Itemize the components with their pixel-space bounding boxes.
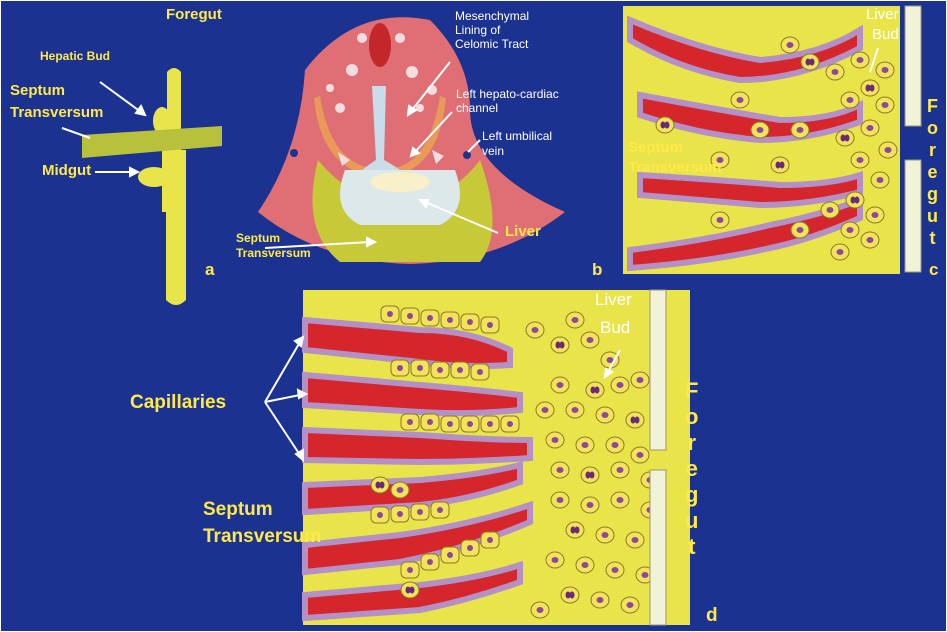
label-b-mesenchymal-line2: Lining of (455, 24, 500, 38)
label-d-liver: Liver (595, 290, 632, 310)
label-d-capillaries: Capillaries (130, 393, 226, 413)
label-d-bud: Bud (600, 318, 630, 338)
label-c-bud: Bud (872, 26, 899, 43)
label-a-hepatic-bud: Hepatic Bud (40, 50, 110, 63)
left-umbilical-vein-shape (463, 151, 471, 159)
label-a-septum-line1: Septum (10, 83, 65, 99)
panel-letter-b: b (592, 260, 602, 280)
label-c-liver: Liver (866, 6, 899, 23)
label-b-hepatocardiac-line2: channel (456, 102, 498, 116)
label-b-septum-line2: Transversum (236, 247, 311, 260)
label-a-septum-line2: Transversum (10, 105, 103, 121)
label-b-liver: Liver (505, 224, 541, 240)
label-b-mesenchymal-line3: Celomic Tract (455, 38, 528, 52)
label-d-foregut-vertical: F o r e g u t (685, 378, 698, 560)
label-b-umbilical-line2: vein (482, 145, 504, 159)
midgut-bud (138, 167, 170, 187)
label-b-umbilical-line1: Left umbilical (482, 130, 552, 144)
label-d-septum-line2: Transversum (203, 527, 321, 547)
label-a-midgut: Midgut (42, 163, 91, 179)
label-a-foregut: Foregut (166, 7, 222, 23)
neural-tube (369, 23, 391, 67)
label-c-foregut-vertical: F o r e g u t (927, 95, 938, 249)
label-d-septum-line1: Septum (203, 500, 273, 520)
panel-letter-c: c (929, 260, 938, 280)
label-b-hepatocardiac-line1: Left hepato-cardiac (456, 88, 559, 102)
label-b-mesenchymal-line1: Mesenchymal (455, 10, 529, 24)
panel-letter-a: a (205, 260, 214, 280)
panel-letter-d: d (706, 605, 718, 627)
label-b-septum-line1: Septum (236, 232, 280, 245)
label-c-septum-line1: Septum (628, 140, 683, 156)
label-c-septum-line2: Transversum (628, 160, 721, 176)
panel-d-drawing (303, 290, 710, 625)
